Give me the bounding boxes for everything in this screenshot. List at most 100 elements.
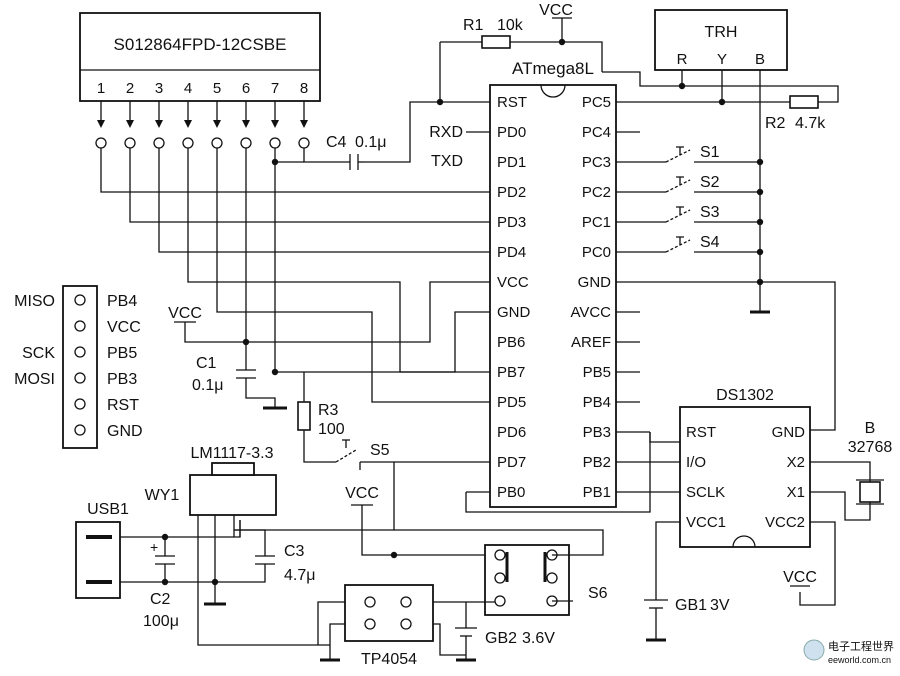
isp-connector: MISO SCK MOSI PB4 VCC PB5 PB3 RST GND xyxy=(14,285,143,449)
gb1-value: 3V xyxy=(710,597,730,614)
s4-label: S4 xyxy=(700,234,720,251)
isp-signal: MISO xyxy=(14,293,55,310)
mcu-pin-label: PD0 xyxy=(497,124,526,141)
c4-label: C4 xyxy=(326,134,347,151)
mcu-part-label: ATmega8L xyxy=(512,59,594,78)
s1-label: S1 xyxy=(700,144,720,161)
rtc-body xyxy=(679,406,811,548)
crystal xyxy=(859,481,881,503)
crystal-label: B xyxy=(865,420,876,437)
mcu-pin-label: PD3 xyxy=(497,214,526,231)
lcd-part-label: S012864FPD-12CSBE xyxy=(114,35,287,54)
lcd-pin-label: 8 xyxy=(300,80,308,97)
lcd-pin-arrows xyxy=(97,120,308,128)
mcu-pin-label: PB0 xyxy=(497,484,525,501)
mcu-pin-label: PC5 xyxy=(582,94,611,111)
usb-label: USB1 xyxy=(87,501,129,518)
isp-signal: MOSI xyxy=(14,371,55,388)
rtc-part-label: DS1302 xyxy=(716,387,774,404)
r3-value: 100 xyxy=(318,421,345,438)
trh-pin-label: R xyxy=(677,51,688,68)
rtc-pin-label: I/O xyxy=(686,454,706,471)
lcd-pin-label: 2 xyxy=(126,80,134,97)
mcu-pin-label: PB3 xyxy=(583,424,611,441)
rtc-pin-label: VCC2 xyxy=(765,514,805,531)
r1-value: 10k xyxy=(497,17,524,34)
r3-s5: R3 100 S5 xyxy=(297,372,490,470)
lcd-pin-label: 6 xyxy=(242,80,250,97)
mcu-pin-label: AREF xyxy=(571,334,611,351)
mcu-atmega8l: ATmega8L RST PD0 PD1 PD2 PD3 PD4 VCC GND… xyxy=(429,59,640,508)
c4-value: 0.1μ xyxy=(355,134,386,151)
r2-value: 4.7k xyxy=(795,115,826,132)
vcc2-label: VCC xyxy=(783,569,817,586)
s5-label: S5 xyxy=(370,442,390,459)
mcu-pin-label: VCC xyxy=(497,274,529,291)
watermark-url: eeworld.com.cn xyxy=(828,655,891,665)
regulator-part: LM1117-3.3 xyxy=(190,445,273,462)
c2-label: C2 xyxy=(150,591,171,608)
lcd-wiring xyxy=(100,101,490,403)
rtc-pin-label: X2 xyxy=(787,454,805,471)
s6-label: S6 xyxy=(588,585,608,602)
mcu-pin-label: PB4 xyxy=(583,394,611,411)
c2-value: 100μ xyxy=(143,613,179,630)
mcu-pin-label: PD6 xyxy=(497,424,526,441)
c4-capacitor: C4 0.1μ xyxy=(271,134,386,170)
r1-resistor xyxy=(481,35,511,49)
mcu-pin-label: AVCC xyxy=(570,304,611,321)
r2-label: R2 xyxy=(765,115,786,132)
crystal-value: 32768 xyxy=(848,439,893,456)
isp-pin: RST xyxy=(107,397,139,414)
rtc-pin-label: X1 xyxy=(787,484,805,501)
reset-pullup: VCC R1 10k xyxy=(436,2,603,106)
r3-label: R3 xyxy=(318,402,339,419)
rtc-pin-label: VCC1 xyxy=(686,514,726,531)
mcu-pin-label: PB6 xyxy=(497,334,525,351)
mcu-pin-label: PD5 xyxy=(497,394,526,411)
mcu-pin-label: PD4 xyxy=(497,244,526,261)
rtc-pin-label: SCLK xyxy=(686,484,725,501)
gb1-label: GB1 xyxy=(675,597,707,614)
c1-value: 0.1μ xyxy=(192,377,223,394)
mcu-pin-label: PB7 xyxy=(497,364,525,381)
c1-capacitor: VCC C1 0.1μ xyxy=(168,305,287,410)
lcd-pin-terminals xyxy=(95,137,310,149)
mcu-pin-label: PC0 xyxy=(582,244,611,261)
mcu-pin-label: PB5 xyxy=(583,364,611,381)
trh-label: TRH xyxy=(705,24,738,41)
lcd-body xyxy=(79,12,321,102)
gb2-value: 3.6V xyxy=(522,630,555,647)
s2-label: S2 xyxy=(700,174,720,191)
trh-sensor: TRH R Y B R2 4.7k xyxy=(602,9,839,312)
isp-pin: PB5 xyxy=(107,345,137,362)
isp-body xyxy=(62,285,98,449)
txd-label: TXD xyxy=(431,153,463,170)
mcu-pin-label: RST xyxy=(497,94,527,111)
mcu-pin-label: PC4 xyxy=(582,124,611,141)
power-section: USB1 + C2 100μ LM1117-3.3 WY1 C3 4.7μ VC… xyxy=(75,445,608,668)
rtc-pin-label: GND xyxy=(772,424,806,441)
gb2-label: GB2 xyxy=(485,630,517,647)
s6-terminals xyxy=(494,549,558,607)
mcu-pin-label: PC3 xyxy=(582,154,611,171)
lcd-pin-label: 1 xyxy=(97,80,105,97)
watermark-text: 电子工程世界 xyxy=(828,640,894,653)
trh-body xyxy=(654,9,788,71)
s3-label: S3 xyxy=(700,204,720,221)
mcu-pin-label: PB1 xyxy=(583,484,611,501)
rxd-label: RXD xyxy=(429,124,463,141)
rtc-pin-label: RST xyxy=(686,424,716,441)
lcd-pin-label: 7 xyxy=(271,80,279,97)
regulator-body xyxy=(189,474,277,516)
tp4054-body xyxy=(344,584,434,642)
regulator-name: WY1 xyxy=(145,487,180,504)
switches-s1-s4: S1 S2 S3 S4 xyxy=(616,144,836,431)
mcu-pin-label: PC2 xyxy=(582,184,611,201)
mcu-pin-label: PD2 xyxy=(497,184,526,201)
c3-label: C3 xyxy=(284,543,305,560)
mcu-pin-label: PD7 xyxy=(497,454,526,471)
isp-pin: GND xyxy=(107,423,143,440)
trh-pin-label: Y xyxy=(717,51,727,68)
